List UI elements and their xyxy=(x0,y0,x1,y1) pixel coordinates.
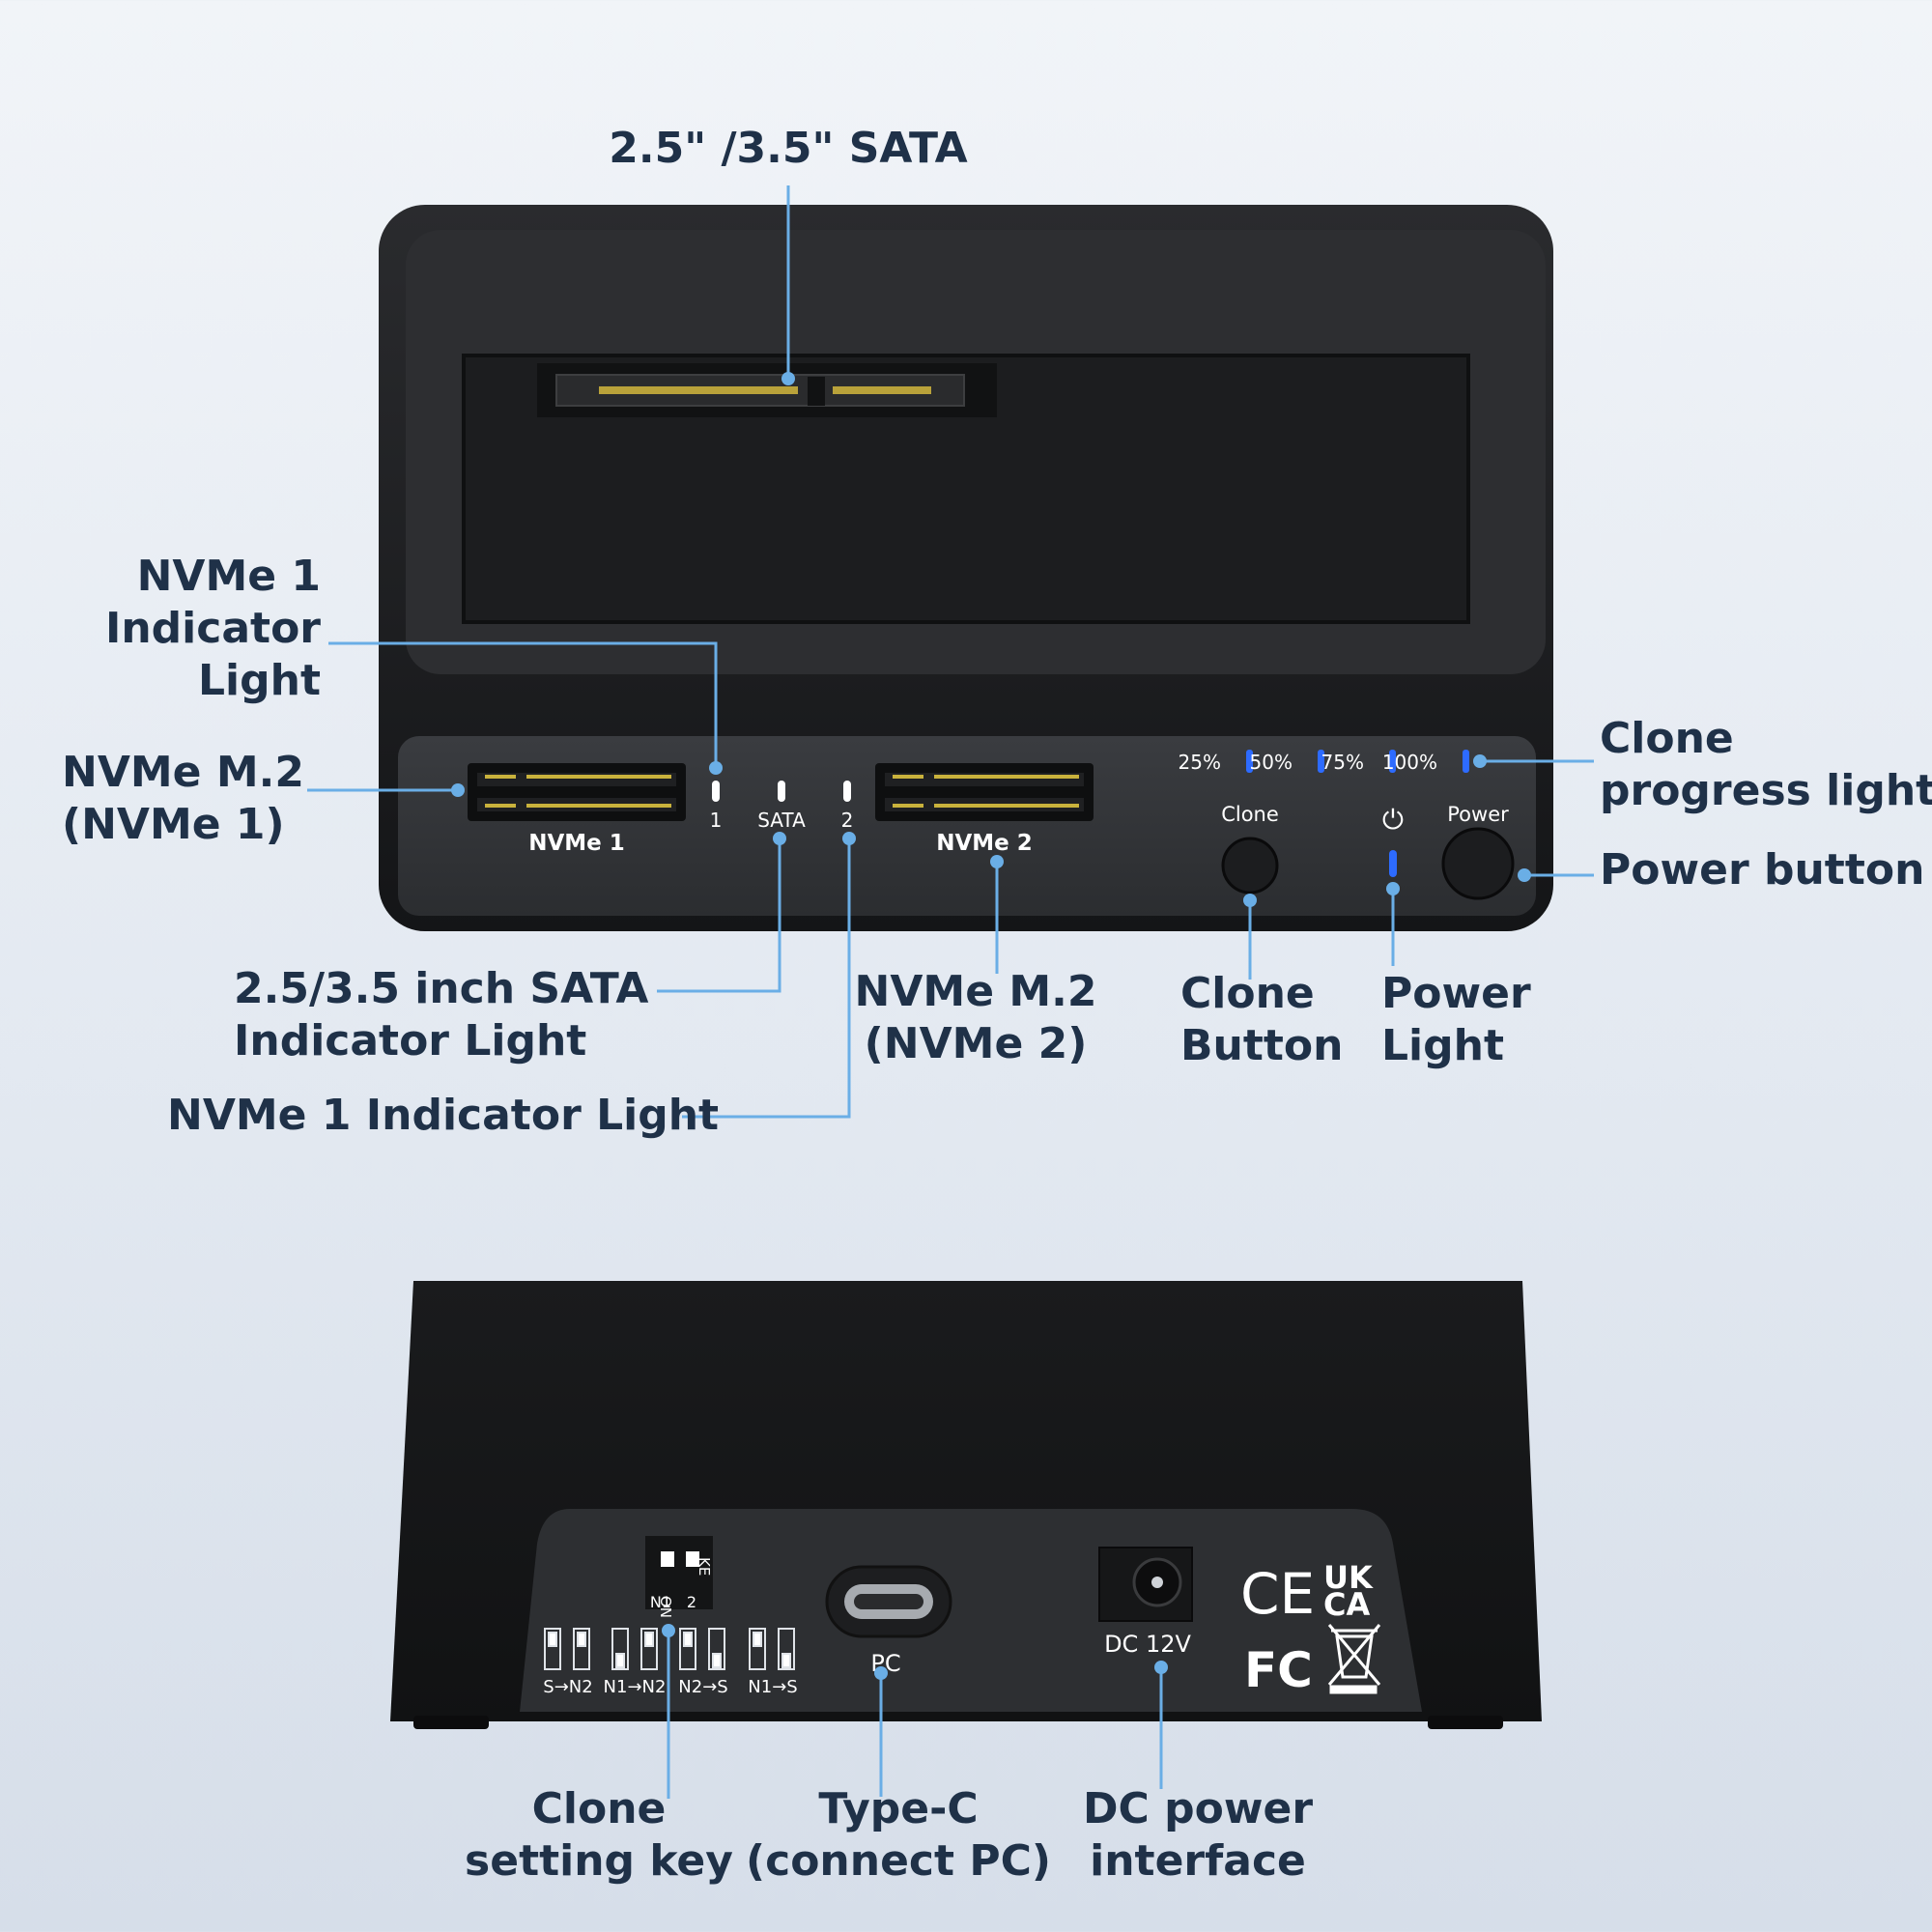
mode-label-s-n2: S→N2 xyxy=(543,1677,592,1697)
callout-nvme-m2-1-line2: (NVMe 1) xyxy=(62,800,285,849)
callout-clone-progress-line1: Clone xyxy=(1600,714,1734,763)
dip-label-2: 2 xyxy=(687,1593,696,1611)
callout-clone-progress: Clone progress light xyxy=(1600,713,1932,817)
power-button-label: Power xyxy=(1447,803,1509,826)
dc-power-jack[interactable] xyxy=(1098,1547,1193,1622)
rear-device: ON KE N1 2 S→N2 N1→N2 N2→S N1→S PC xyxy=(390,1281,1542,1729)
power-symbol-icon: ⏻ xyxy=(1382,804,1404,836)
callout-sata-light-line2: Indicator Light xyxy=(234,1016,587,1065)
power-light xyxy=(1389,850,1397,877)
progress-label-75: 75% xyxy=(1321,751,1364,774)
callout-dots xyxy=(451,372,1531,1680)
progress-led-100 xyxy=(1463,750,1469,773)
callout-type-c: Type-C (connect PC) xyxy=(744,1783,1053,1888)
power-button[interactable] xyxy=(1441,827,1515,900)
clone-mode-diagrams xyxy=(544,1628,795,1670)
callout-power-light: Power Light xyxy=(1381,968,1531,1072)
callout-nvme-m2-2-line1: NVMe M.2 xyxy=(854,967,1097,1016)
progress-label-25: 25% xyxy=(1179,751,1221,774)
sata-indicator-light xyxy=(778,781,785,802)
callout-nvme1-light: NVMe 1 Indicator Light xyxy=(58,551,321,707)
callout-clone-button-line2: Button xyxy=(1180,1021,1344,1070)
callout-clone-key: Clone setting key xyxy=(454,1783,744,1888)
callout-sata-light-line1: 2.5/3.5 inch SATA xyxy=(234,964,649,1013)
rear-foot-left xyxy=(413,1716,489,1729)
nvme1-indicator-light xyxy=(712,781,720,802)
sata-key-notch xyxy=(808,377,825,406)
callout-dc-power-line1: DC power xyxy=(1082,1784,1314,1833)
callout-power-button-text: Power button xyxy=(1600,845,1925,895)
clone-button-label: Clone xyxy=(1221,803,1279,826)
callout-power-light-line1: Power xyxy=(1381,969,1531,1018)
nvme1-slot-label: NVMe 1 xyxy=(528,831,625,856)
callout-clone-button-line1: Clone xyxy=(1180,969,1315,1018)
dc-jack-label: DC 12V xyxy=(1104,1631,1191,1658)
front-control-panel xyxy=(398,736,1536,916)
callout-type-c-line2: (connect PC) xyxy=(746,1836,1051,1886)
callout-nvme1-light-line2: Indicator xyxy=(104,604,321,653)
mode-label-n2-s: N2→S xyxy=(678,1677,727,1697)
callout-type-c-line1: Type-C xyxy=(818,1784,979,1833)
indicator-label-sata: SATA xyxy=(757,809,806,832)
callout-lines xyxy=(307,185,1594,1799)
dip-label-on: ON xyxy=(657,1596,674,1618)
callout-nvme-m2-1: NVMe M.2 (NVMe 1) xyxy=(62,747,304,851)
callout-clone-progress-line2: progress light xyxy=(1600,766,1932,815)
nvme2-indicator-light xyxy=(843,781,851,802)
callout-clone-key-line2: setting key xyxy=(465,1836,733,1886)
dip-label-ke: KE xyxy=(696,1557,713,1576)
callout-line-nvme1-light-bottom xyxy=(682,838,851,1119)
callout-dc-power: DC power interface xyxy=(1061,1783,1335,1888)
nvme1-slot xyxy=(468,763,686,821)
mode-label-n1-n2: N1→N2 xyxy=(604,1677,667,1697)
progress-led-75 xyxy=(1389,750,1396,773)
rear-foot-right xyxy=(1428,1716,1503,1729)
callout-power-light-line2: Light xyxy=(1381,1021,1504,1070)
type-c-port[interactable] xyxy=(825,1565,952,1638)
callout-sata-bay: 2.5" /3.5" SATA xyxy=(560,123,1016,175)
callout-dc-power-line2: interface xyxy=(1090,1836,1306,1886)
ce-mark-icon: CE xyxy=(1240,1561,1315,1627)
callout-nvme-m2-2: NVMe M.2 (NVMe 2) xyxy=(850,966,1101,1070)
callout-nvme1-light-line1: NVMe 1 xyxy=(136,552,321,601)
clone-button[interactable] xyxy=(1221,837,1279,895)
callout-nvme1-light-bottom: NVMe 1 Indicator Light xyxy=(167,1090,719,1142)
callout-nvme-m2-1-line1: NVMe M.2 xyxy=(62,748,304,797)
progress-label-50: 50% xyxy=(1250,751,1293,774)
rear-port-panel xyxy=(520,1509,1422,1712)
callout-nvme1-light-line3: Light xyxy=(198,656,321,705)
dip-label-n1: N1 xyxy=(650,1593,671,1611)
uk-mark-icon: UK xyxy=(1323,1559,1374,1596)
clone-setting-dip-switch[interactable] xyxy=(645,1536,713,1609)
callout-line-sata-light xyxy=(657,838,781,993)
ca-mark-icon: CA xyxy=(1323,1586,1370,1623)
callout-clone-button: Clone Button xyxy=(1180,968,1343,1072)
progress-led-25 xyxy=(1246,750,1253,773)
indicator-label-2: 2 xyxy=(841,809,854,832)
callout-sata-bay-text: 2.5" /3.5" SATA xyxy=(609,124,968,173)
nvme2-slot-label: NVMe 2 xyxy=(936,831,1033,856)
front-device: NVMe 1 NVMe 2 1 SATA 2 25% 50% 75% 100% … xyxy=(379,205,1553,931)
callout-sata-light: 2.5/3.5 inch SATA Indicator Light xyxy=(234,963,648,1067)
callout-power-button: Power button xyxy=(1600,844,1924,896)
callout-clone-key-line1: Clone xyxy=(531,1784,667,1833)
callout-nvme-m2-2-line2: (NVMe 2) xyxy=(864,1019,1088,1068)
callout-line-nvme1-light xyxy=(328,641,718,768)
nvme2-slot xyxy=(875,763,1094,821)
fc-mark-icon: FC xyxy=(1244,1642,1313,1698)
progress-label-100: 100% xyxy=(1382,751,1437,774)
progress-led-50 xyxy=(1318,750,1324,773)
weee-bin-icon xyxy=(1327,1624,1381,1694)
callout-nvme1-light-bottom-text: NVMe 1 Indicator Light xyxy=(167,1091,720,1140)
indicator-label-1: 1 xyxy=(710,809,723,832)
sata-connector-pins xyxy=(599,386,931,394)
mode-label-n1-s: N1→S xyxy=(748,1677,797,1697)
